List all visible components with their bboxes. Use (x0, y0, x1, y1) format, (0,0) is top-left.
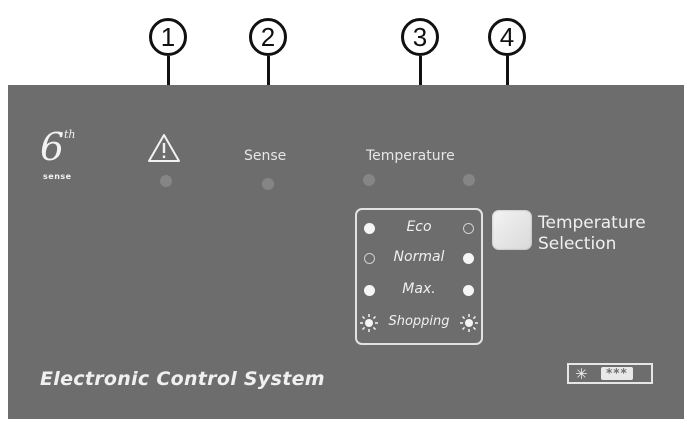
mode-label-shopping: Shopping (388, 314, 450, 329)
temperature-led-right (463, 174, 475, 186)
sixth-sense-logo-subtitle: sense (43, 172, 72, 181)
mode-label-eco: Eco (406, 219, 432, 235)
mode-indicator-box (355, 208, 483, 345)
normal-right-led (463, 253, 474, 264)
callout-4: 4 (488, 18, 526, 56)
temperature-led-left (363, 174, 375, 186)
sixth-sense-logo-number: 6 (40, 125, 65, 169)
normal-left-led (364, 253, 375, 264)
callout-2: 2 (249, 18, 287, 56)
sense-led (262, 178, 274, 190)
temperature-selection-button[interactable] (492, 210, 532, 250)
temperature-label: Temperature (366, 148, 455, 164)
callout-3: 3 (401, 18, 439, 56)
sun-icon (360, 314, 378, 332)
mode-label-max: Max. (402, 281, 436, 297)
alarm-led (160, 175, 172, 187)
temperature-selection-label-line2: Selection (538, 234, 617, 254)
sense-label: Sense (244, 148, 287, 164)
sixth-sense-logo-superscript: th (64, 128, 76, 141)
star-rating-stars: *** (601, 367, 633, 380)
temperature-selection-label-line1: Temperature (538, 213, 646, 233)
max-right-led (463, 285, 474, 296)
callout-1: 1 (149, 18, 187, 56)
max-left-led (364, 285, 375, 296)
footer-title: Electronic Control System (40, 368, 325, 390)
sun-icon (460, 314, 478, 332)
eco-right-led (463, 223, 474, 234)
eco-left-led (364, 223, 375, 234)
warning-triangle-icon (148, 134, 180, 162)
snowflake-icon: ✳ (575, 364, 588, 383)
star-rating-badge: ✳ *** (567, 363, 653, 384)
mode-label-normal: Normal (393, 249, 445, 265)
